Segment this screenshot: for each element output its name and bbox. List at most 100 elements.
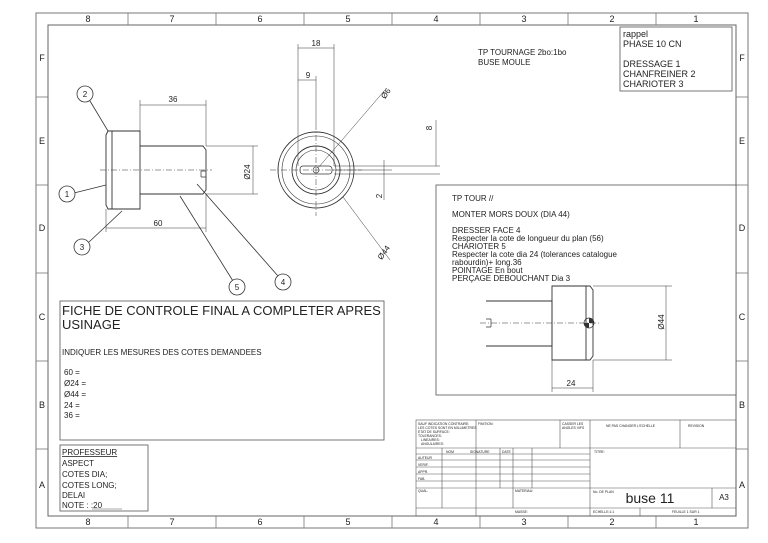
tb-role: VERIF.	[418, 463, 429, 467]
tb-feuille: FEUILLE 1 SUR 1	[672, 510, 700, 514]
balloon-label: 4	[281, 278, 286, 287]
grid-col-top: 4	[433, 14, 438, 24]
rappel-line: CHARIOTER 3	[623, 79, 684, 89]
grid-col-top: 6	[257, 14, 262, 24]
grid-col-bottom: 8	[85, 517, 90, 527]
fiche-measure: Ø24 =	[64, 379, 86, 388]
grid-col-bottom: 7	[169, 517, 174, 527]
fiche-title-2: USINAGE	[62, 317, 121, 332]
fiche-title-1: FICHE DE CONTROLE FINAL A COMPLETER APRE…	[62, 303, 381, 318]
grid-row-right: A	[739, 480, 745, 490]
grid-row-right: E	[739, 136, 745, 146]
balloon-2	[76, 85, 94, 103]
dim-8: 8	[425, 125, 434, 130]
dim-d44: Ø44	[376, 243, 392, 261]
part-name: buse 11	[626, 490, 675, 506]
dim-2: 2	[375, 193, 384, 198]
grid-col-top: 1	[693, 14, 698, 24]
tp-tour-line: TP TOUR //	[452, 194, 494, 203]
tb-finition: FINITION:	[478, 422, 494, 426]
grid-row-left: C	[39, 312, 46, 322]
tb-echelle: ECHELLE:1:1	[593, 510, 614, 514]
part-shank	[140, 145, 207, 195]
tp-tour-line: PERÇAGE DEBOUCHANT Dia 3	[452, 274, 571, 283]
tp-dim-d44: Ø44	[657, 314, 666, 330]
tb-role: AUTEUR	[418, 456, 432, 460]
tp-tour-line: rabourdin)+ long.36	[452, 258, 522, 267]
grid-row-right: C	[739, 312, 746, 322]
balloon-3	[73, 238, 91, 256]
sheet-format: A3	[719, 493, 729, 502]
tb-note: LES COTES SONT EN MILLIMETRES	[418, 426, 477, 430]
grid-col-bottom: 1	[693, 517, 698, 527]
grid-row-right: F	[739, 53, 745, 63]
balloon-4	[274, 273, 292, 291]
professeur-line: DELAI	[62, 491, 85, 500]
tb-role: FAB.	[418, 477, 425, 481]
fiche-measure: 24 =	[64, 401, 80, 410]
tp-tour-line: CHARIOTER 5	[452, 242, 506, 251]
grid-row-right: D	[739, 223, 746, 233]
balloon-label: 3	[80, 243, 85, 252]
grid-row-left: A	[39, 480, 45, 490]
tb-ne-pas: NE PAS CHANGER L'ECHELLE	[606, 424, 656, 428]
grid-col-bottom: 2	[609, 517, 614, 527]
grid-col-top: 7	[169, 14, 174, 24]
tb-casser: ANGLES VIFS	[562, 426, 585, 430]
dim-18: 18	[312, 39, 321, 48]
rappel-line: rappel	[623, 29, 648, 39]
tp-dim-24: 24	[567, 379, 576, 388]
fiche-measure: Ø44 =	[64, 390, 86, 399]
fiche-measure: 60 =	[64, 368, 80, 377]
grid-col-top: 2	[609, 14, 614, 24]
tp-tour-view	[480, 285, 672, 392]
tb-masse: MASSE:	[515, 510, 528, 514]
tb-role: APPR.	[418, 470, 428, 474]
tp-tour-line: Respecter la cote dia 24 (tolerances cat…	[452, 250, 618, 259]
grid-col-bottom: 5	[345, 517, 350, 527]
rappel-box	[619, 26, 733, 92]
fiche-box	[59, 300, 385, 441]
tb-casser: CASSER LES	[562, 422, 584, 426]
balloon-5	[228, 278, 246, 296]
grid-col-bottom: 6	[257, 517, 262, 527]
grid-row-left: B	[39, 400, 45, 410]
tb-no-plan: No. DE PLAN	[593, 490, 614, 494]
tp-tour-line: POINTAGE En bout	[452, 266, 523, 275]
professeur-line: COTES LONG;	[62, 481, 117, 490]
tb-titre: TITRE:	[594, 450, 605, 454]
balloon-1	[58, 185, 76, 203]
grid-row-left: D	[39, 223, 46, 233]
tb-role: QUAL.	[418, 489, 428, 493]
grid-col-bottom: 3	[521, 517, 526, 527]
balloon-label: 2	[83, 90, 88, 99]
professeur-title: PROFESSEUR	[62, 448, 117, 457]
header-line-1: TP TOURNAGE 2bo:1bo	[478, 48, 567, 57]
tp-tour-line: Respecter la cote de longueur du plan (5…	[452, 234, 604, 243]
rappel-line: PHASE 10 CN	[623, 39, 682, 49]
dim-9: 9	[306, 71, 311, 80]
grid-row-left: E	[39, 136, 45, 146]
professeur-line: COTES DIA;	[62, 470, 107, 479]
professeur-line: NOTE : :20	[62, 501, 103, 510]
grid-col-top: 8	[85, 14, 90, 24]
tb-date: DATE	[502, 450, 512, 454]
tp-tour-line: MONTER MORS DOUX (DIA 44)	[452, 210, 570, 219]
fiche-measure: 36 =	[64, 411, 80, 420]
dim-d6: Ø6	[379, 86, 393, 100]
rappel-line: DRESSAGE 1	[623, 59, 681, 69]
tb-note: LINEAIRES:	[421, 438, 440, 442]
balloon-label: 5	[235, 283, 240, 292]
balloon-label: 1	[65, 190, 70, 199]
header-line-2: BUSE MOULE	[478, 58, 530, 67]
tb-revision: REVISION	[688, 424, 705, 428]
rappel-line: CHANFREINER 2	[623, 69, 696, 79]
tb-note: ETAT DE SURFACE:	[418, 430, 450, 434]
fiche-instruction: INDIQUER LES MESURES DES COTES DEMANDEES	[62, 348, 262, 357]
zone-grid	[36, 13, 748, 528]
tb-signature: SIGNATURE	[470, 450, 490, 454]
tp-tour-line: DRESSER FACE 4	[452, 226, 521, 235]
part-hole	[200, 170, 206, 178]
tb-note: TOLERANCES:	[418, 434, 442, 438]
